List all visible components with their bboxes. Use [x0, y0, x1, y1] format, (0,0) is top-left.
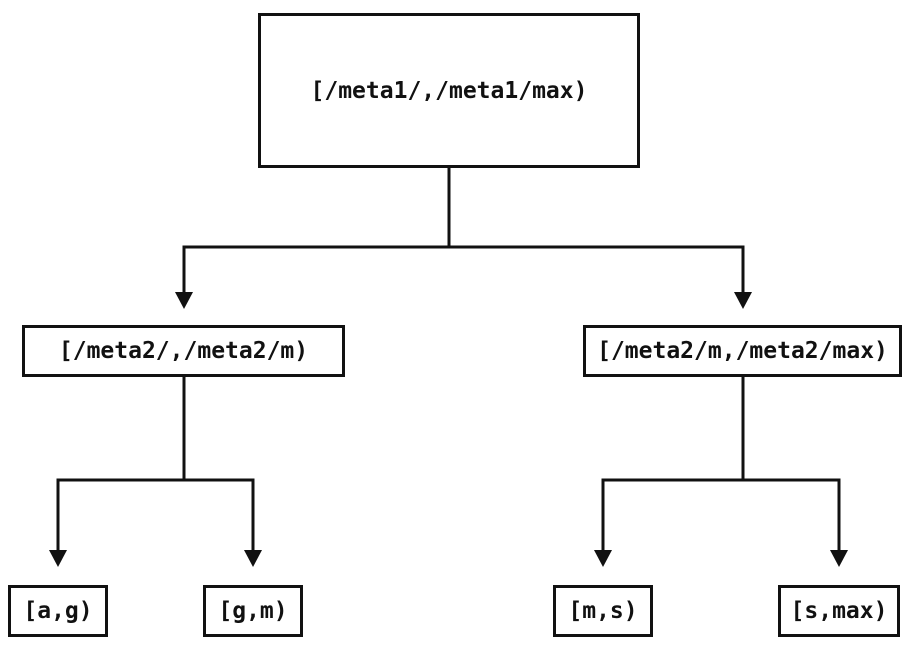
arrowhead-leaf-smax	[830, 550, 848, 567]
arrowhead-meta2-right	[734, 292, 752, 309]
node-leaf-g-m: [g,m)	[203, 585, 303, 637]
node-leaf-s-max: [s,max)	[778, 585, 900, 637]
node-meta2-right-range: [/meta2/m,/meta2/max)	[583, 325, 902, 377]
arrowhead-leaf-ag	[49, 550, 67, 567]
node-meta2-left-range: [/meta2/,/meta2/m)	[22, 325, 345, 377]
arrowhead-leaf-ms	[594, 550, 612, 567]
arrowhead-leaf-gm	[244, 550, 262, 567]
arrowhead-meta2-left	[175, 292, 193, 309]
node-leaf-a-g: [a,g)	[8, 585, 108, 637]
node-leaf-m-s: [m,s)	[553, 585, 653, 637]
node-root-meta1-range: [/meta1/,/meta1/max)	[258, 13, 640, 168]
